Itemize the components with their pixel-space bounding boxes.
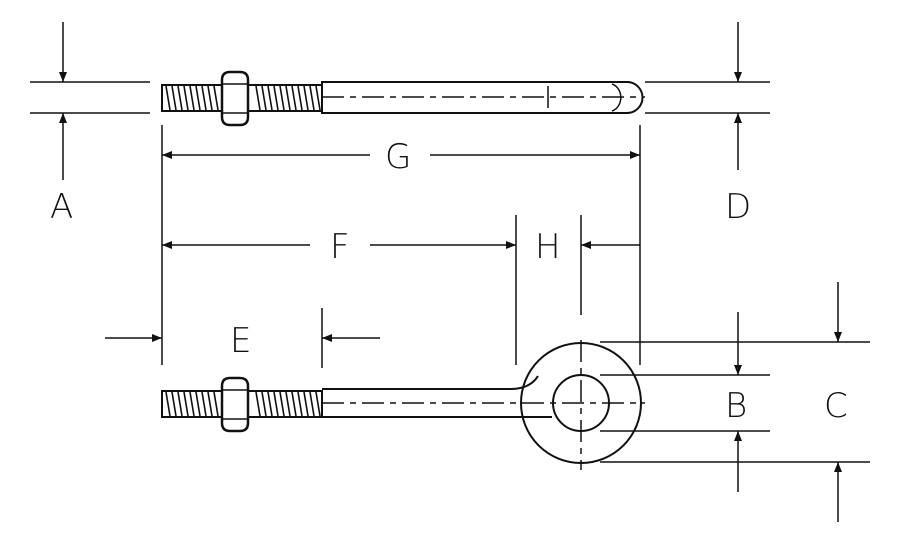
front-view-shank [322,375,552,418]
side-view-bolt [161,70,645,127]
thread-line [201,391,207,417]
side-view-thread-lines [165,85,321,111]
thread-line [171,391,177,417]
thread-line [189,85,195,111]
thread-line [279,391,285,417]
thread-line [285,391,291,417]
thread-line [189,391,195,417]
thread-line [309,85,315,111]
side-view-nut [220,70,250,127]
thread-line [261,391,267,417]
thread-line [183,85,189,111]
label-c: C [824,386,848,426]
dimension-b: B [600,312,770,492]
side-view-shank [321,81,644,114]
front-view-nut [220,376,250,433]
dimension-f: F [162,227,516,267]
dimension-d: D [645,22,770,227]
thread-line [291,391,297,417]
thread-line [171,85,177,111]
thread-line [309,391,315,417]
label-b: B [725,386,747,426]
thread-line [207,391,213,417]
thread-line [165,85,171,111]
thread-line [303,85,309,111]
thread-line [213,85,219,111]
thread-line [315,391,321,417]
dimension-a: A [30,22,150,227]
label-g: G [385,137,411,177]
thread-line [255,391,261,417]
thread-line [195,391,201,417]
dimension-c: C [600,282,870,522]
thread-line [177,391,183,417]
label-h: H [535,227,561,267]
thread-line [201,85,207,111]
thread-line [279,85,285,111]
thread-line [285,85,291,111]
thread-line [291,85,297,111]
thread-line [165,391,171,417]
thread-line [297,85,303,111]
thread-line [195,85,201,111]
thread-line [273,85,279,111]
label-d: D [725,187,751,227]
dimension-e: E [105,308,380,368]
thread-line [315,85,321,111]
dimension-h: H [515,215,640,365]
label-e: E [230,321,251,361]
thread-line [255,85,261,111]
front-view-bolt [161,340,645,470]
thread-line [267,85,273,111]
front-view-thread-lines [165,391,321,417]
thread-line [207,85,213,111]
thread-line [303,391,309,417]
thread-line [297,391,303,417]
label-a: A [50,187,73,227]
thread-line [177,85,183,111]
thread-line [213,391,219,417]
thread-line [267,391,273,417]
thread-line [261,85,267,111]
thread-line [183,391,189,417]
label-f: F [330,227,350,267]
thread-line [273,391,279,417]
